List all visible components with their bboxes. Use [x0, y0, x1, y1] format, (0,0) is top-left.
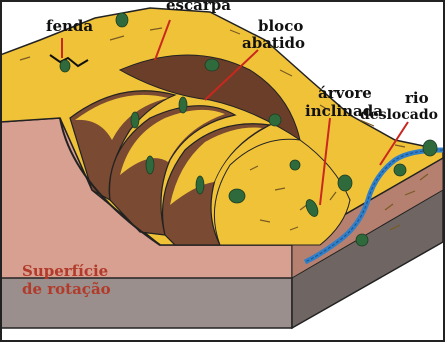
tree-icon: [146, 156, 154, 174]
label-escarpa: escarpa: [166, 0, 231, 14]
label-rotacao: de rotação: [22, 280, 111, 298]
label-bloco: bloco: [258, 17, 303, 35]
tree-icon: [269, 114, 281, 126]
tree-icon: [131, 112, 139, 128]
tree-icon: [116, 13, 128, 27]
tree-icon: [290, 160, 300, 170]
label-fenda: fenda: [46, 17, 93, 35]
label-arvore: árvore: [318, 84, 372, 102]
label-superficie: Superfície: [22, 262, 108, 280]
tree-icon: [196, 176, 204, 194]
tree-icon: [60, 60, 70, 72]
tree-icon: [356, 234, 368, 246]
label-abatido: abatido: [242, 34, 305, 52]
tree-icon: [394, 164, 406, 176]
label-rio: rio: [405, 89, 429, 107]
tree-icon: [229, 189, 245, 203]
tree-icon: [338, 175, 352, 191]
tree-icon: [179, 97, 187, 113]
tree-icon: [205, 59, 219, 71]
label-deslocado: deslocado: [360, 107, 438, 123]
tree-icon: [423, 140, 437, 156]
